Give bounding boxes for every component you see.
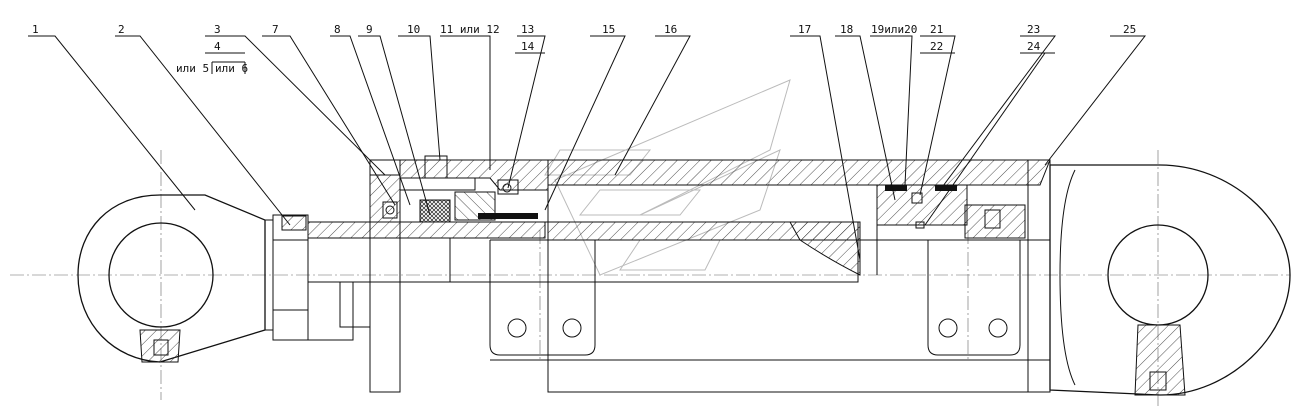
leader-lines	[28, 35, 1147, 261]
callout-18: 18	[840, 23, 853, 36]
gland-head	[369, 155, 549, 393]
callout-15: 15	[602, 23, 615, 36]
rod-eye	[77, 194, 274, 363]
callout-10: 10	[407, 23, 420, 36]
callout-labels: 1 2 3 4 или 5 или 6 7 8 9 10 11 или 12 1…	[32, 23, 1136, 75]
callout-2: 2	[118, 23, 125, 36]
callout-14: 14	[521, 40, 535, 53]
rear-end-cap	[1027, 159, 1291, 396]
callout-3: 3	[214, 23, 221, 36]
callout-7: 7	[272, 23, 279, 36]
callout-1: 1	[32, 23, 39, 36]
callout-17: 17	[798, 23, 811, 36]
left-bracket	[489, 240, 596, 356]
callout-22: 22	[930, 40, 943, 53]
callout-13: 13	[521, 23, 534, 36]
callout-21: 21	[930, 23, 943, 36]
callout-24: 24	[1027, 40, 1041, 53]
callout-4: 4	[214, 40, 221, 53]
callout-25: 25	[1123, 23, 1136, 36]
callout-9: 9	[366, 23, 373, 36]
callout-8: 8	[334, 23, 341, 36]
piston	[789, 184, 1026, 356]
callout-11: 11 или 12	[440, 23, 500, 36]
callout-16: 16	[664, 23, 677, 36]
callout-5: или 5	[176, 62, 209, 75]
lock-nut	[272, 214, 309, 341]
callout-23: 23	[1027, 23, 1040, 36]
callout-6: или 6	[215, 62, 248, 75]
callout-19: 19или20	[871, 23, 917, 36]
